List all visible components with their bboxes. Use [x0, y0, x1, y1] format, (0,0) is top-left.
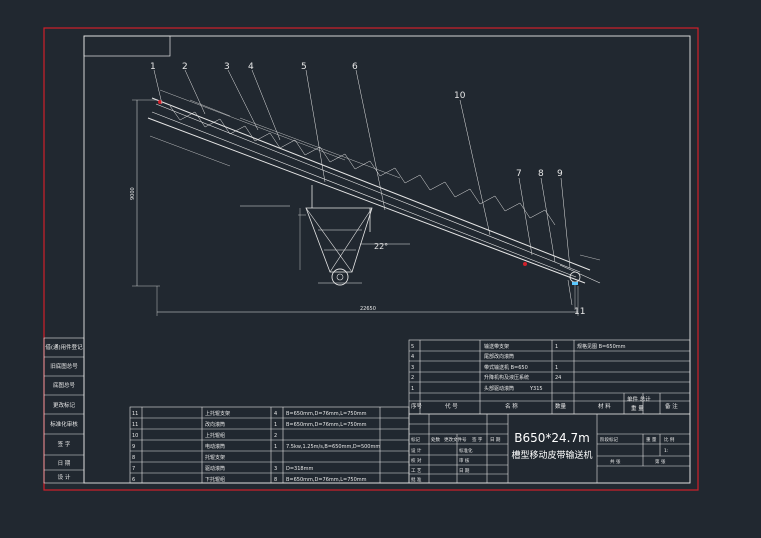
tb-role-5: 日 期: [459, 468, 470, 474]
up-header-5: 单件 总计: [627, 395, 651, 403]
up-row0-qty: 1: [555, 344, 558, 350]
up-row2-no: 3: [411, 365, 414, 371]
up-row1-no: 4: [411, 354, 414, 360]
lo-row1-name: 改向滚筒: [205, 421, 225, 428]
height-dimension: 9000: [130, 187, 136, 200]
tb-right-label-2: 比 例: [664, 436, 675, 443]
lo-row4-no: 8: [132, 455, 135, 461]
lo-row3-qty: 1: [274, 444, 277, 450]
lo-row0-name: 上托辊支架: [205, 410, 230, 417]
up-row0-no: 5: [411, 344, 414, 350]
inner-frame: [83, 35, 691, 484]
title-block: [408, 413, 691, 484]
left-register-block: [43, 337, 85, 484]
lo-row6-spec: B=650mm,D=76mm,L=750mm: [286, 477, 367, 483]
up-row4-note: Y315: [529, 386, 543, 392]
lo-row6-no: 6: [132, 477, 135, 483]
left-label-2: 底图总号: [53, 381, 76, 389]
up-row0-name: 输送带支架: [484, 343, 509, 350]
lo-row0-no: 11: [132, 411, 138, 417]
lo-row2-no: 10: [132, 433, 138, 439]
tb-left-label-4: 日 期: [490, 437, 501, 443]
lo-row1-qty: 1: [274, 422, 277, 428]
lo-row3-name: 电动滚筒: [205, 443, 225, 450]
length-dimension: 22650: [360, 306, 376, 312]
lo-row5-qty: 3: [274, 466, 277, 472]
callout-3: 3: [224, 62, 230, 72]
up-weight-header: 重 量: [631, 404, 644, 412]
lo-row2-name: 上托辊组: [205, 432, 225, 439]
up-row2-name: 带式输送机 B=650: [484, 364, 528, 371]
lo-row1-no: 11: [132, 422, 138, 428]
up-row3-name: 升降机构及液压系统: [484, 374, 529, 381]
callout-5: 5: [301, 62, 307, 72]
callout-2: 2: [182, 62, 188, 72]
up-header-1: 代 号: [445, 402, 458, 410]
tb-role-4: 工 艺: [411, 468, 422, 474]
up-row1-name: 尾部改向滚筒: [484, 353, 514, 360]
tb-left-label-2: 更改文件号: [444, 436, 467, 443]
lo-row0-spec: B=650mm,D=76mm,L=750mm: [286, 411, 367, 417]
lo-row1-spec: B=650mm,D=76mm,L=750mm: [286, 422, 367, 428]
tb-bottom-0: 共 张: [610, 458, 621, 465]
callout-4: 4: [248, 62, 254, 72]
lo-row2-qty: 2: [274, 433, 277, 439]
lo-row4-name: 托辊支架: [205, 454, 225, 461]
outer-border: [43, 27, 699, 491]
tb-left-label-1: 处数: [431, 436, 440, 443]
lo-row5-name: 驱动滚筒: [205, 465, 225, 472]
up-header-6: 备 注: [665, 402, 678, 410]
callout-11: 11: [574, 307, 585, 317]
left-label-5: 更改标记: [53, 401, 76, 409]
up-row3-qty: 24: [555, 375, 561, 381]
up-header-3: 数量: [555, 402, 567, 410]
callout-10: 10: [454, 91, 466, 101]
callout-1: 1: [150, 62, 156, 72]
up-header-2: 名 称: [505, 402, 518, 410]
left-label-7: 设 计: [58, 473, 71, 481]
conveyor-drawing: [132, 89, 601, 316]
lo-row6-qty: 8: [274, 477, 277, 483]
lo-row6-name: 下托辊组: [205, 476, 225, 483]
angle-label: 22°: [374, 242, 388, 251]
left-label-6: 标准化审核: [50, 420, 78, 428]
tb-role-3: 审 核: [459, 457, 470, 464]
callout-6: 6: [352, 62, 358, 72]
lo-row3-spec: 7.5kw,1.25m/s,B=650mm,D=500mm: [286, 444, 380, 450]
drawing-model-title: B650*24.7m: [514, 431, 590, 445]
tb-role-6: 批 准: [411, 476, 422, 483]
left-label-3: 签 字: [58, 440, 71, 448]
tb-bottom-1: 第 张: [655, 458, 666, 465]
lower-parts-table: [129, 406, 410, 484]
tb-role-1: 标准化: [459, 447, 473, 454]
tb-right-label-1: 重 量: [646, 436, 657, 443]
tb-role-0: 设 计: [411, 447, 422, 454]
left-label-4: 日 期: [58, 460, 71, 467]
tb-right-label-0: 阶段标记: [600, 436, 618, 443]
callout-8: 8: [538, 169, 544, 179]
up-header-4: 材 料: [598, 402, 611, 410]
up-row0-note: 规格见图 B=650mm: [577, 343, 626, 350]
lo-row5-no: 7: [132, 466, 135, 472]
lo-row3-no: 9: [132, 444, 135, 450]
lo-row5-spec: D=318mm: [286, 466, 313, 472]
up-row4-name: 头部驱动滚筒: [484, 385, 514, 392]
up-row2-qty: 1: [555, 365, 558, 371]
tb-ratio: 1:: [664, 448, 668, 454]
lo-row0-qty: 4: [274, 411, 277, 417]
up-header-0: 序号: [411, 402, 423, 410]
callout-7: 7: [516, 169, 522, 179]
top-left-box: [83, 35, 171, 57]
up-row4-no: 1: [411, 386, 414, 392]
drawing-name-title: 槽型移动皮带输送机: [511, 449, 592, 461]
up-row3-no: 2: [411, 375, 414, 381]
tb-role-2: 校 对: [411, 457, 422, 464]
tb-left-label-3: 签 字: [472, 436, 483, 443]
left-label-0: 借(通)用件登记: [45, 343, 83, 351]
callout-9: 9: [557, 169, 563, 179]
tb-left-label-0: 标记: [411, 436, 420, 443]
left-label-1: 旧底图总号: [50, 362, 78, 370]
callout-leaders: [153, 69, 573, 306]
